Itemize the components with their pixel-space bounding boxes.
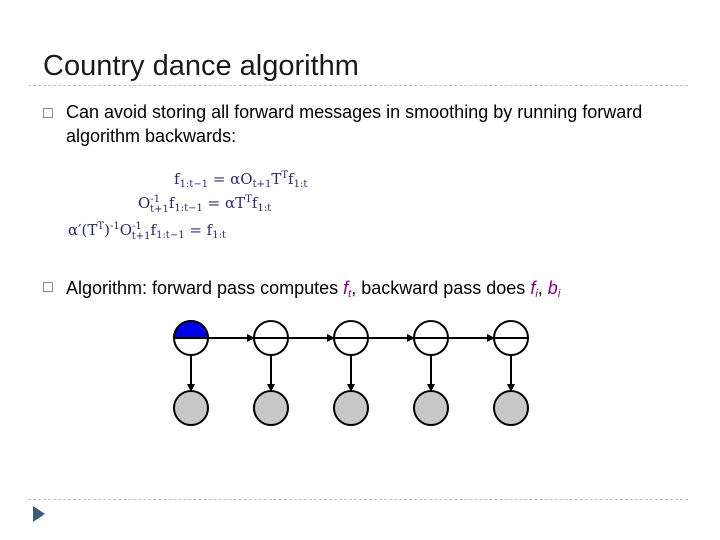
observed-node [413, 390, 449, 426]
title-divider [28, 85, 688, 86]
bullet2-comma: , [537, 278, 548, 298]
observed-node [493, 390, 529, 426]
observed-node [173, 390, 209, 426]
bullet2-subscript-i-1: i [535, 288, 538, 300]
bullet2-b-i: b [547, 278, 558, 298]
bullet-text-1: Can avoid storing all forward messages i… [66, 102, 643, 146]
observed-node [333, 390, 369, 426]
hmm-chain-diagram [172, 320, 529, 426]
equation-line-1: f1:t−1 = αOt+1TTf1:t [174, 170, 307, 190]
footer-divider [28, 499, 688, 500]
slide-title: Country dance algorithm [43, 50, 359, 82]
bullet-text-2: Algorithm: forward pass computes ft, bac… [66, 276, 686, 306]
hidden-node-filled-half [172, 320, 210, 339]
bullet2-subscript-t: t [348, 288, 352, 300]
bullet2-mid: , backward pass does [351, 278, 531, 298]
square-bullet-icon: □ [43, 105, 53, 122]
bullet2-subscript-i-2: i [557, 288, 561, 300]
square-bullet-icon: □ [43, 279, 53, 296]
bullet2-prefix: Algorithm: forward pass computes [66, 278, 344, 298]
right-triangle-icon[interactable] [33, 506, 45, 522]
bullet2-f-t: f [343, 278, 349, 298]
observed-node [253, 390, 289, 426]
bullet2-f-i: f [530, 278, 536, 298]
